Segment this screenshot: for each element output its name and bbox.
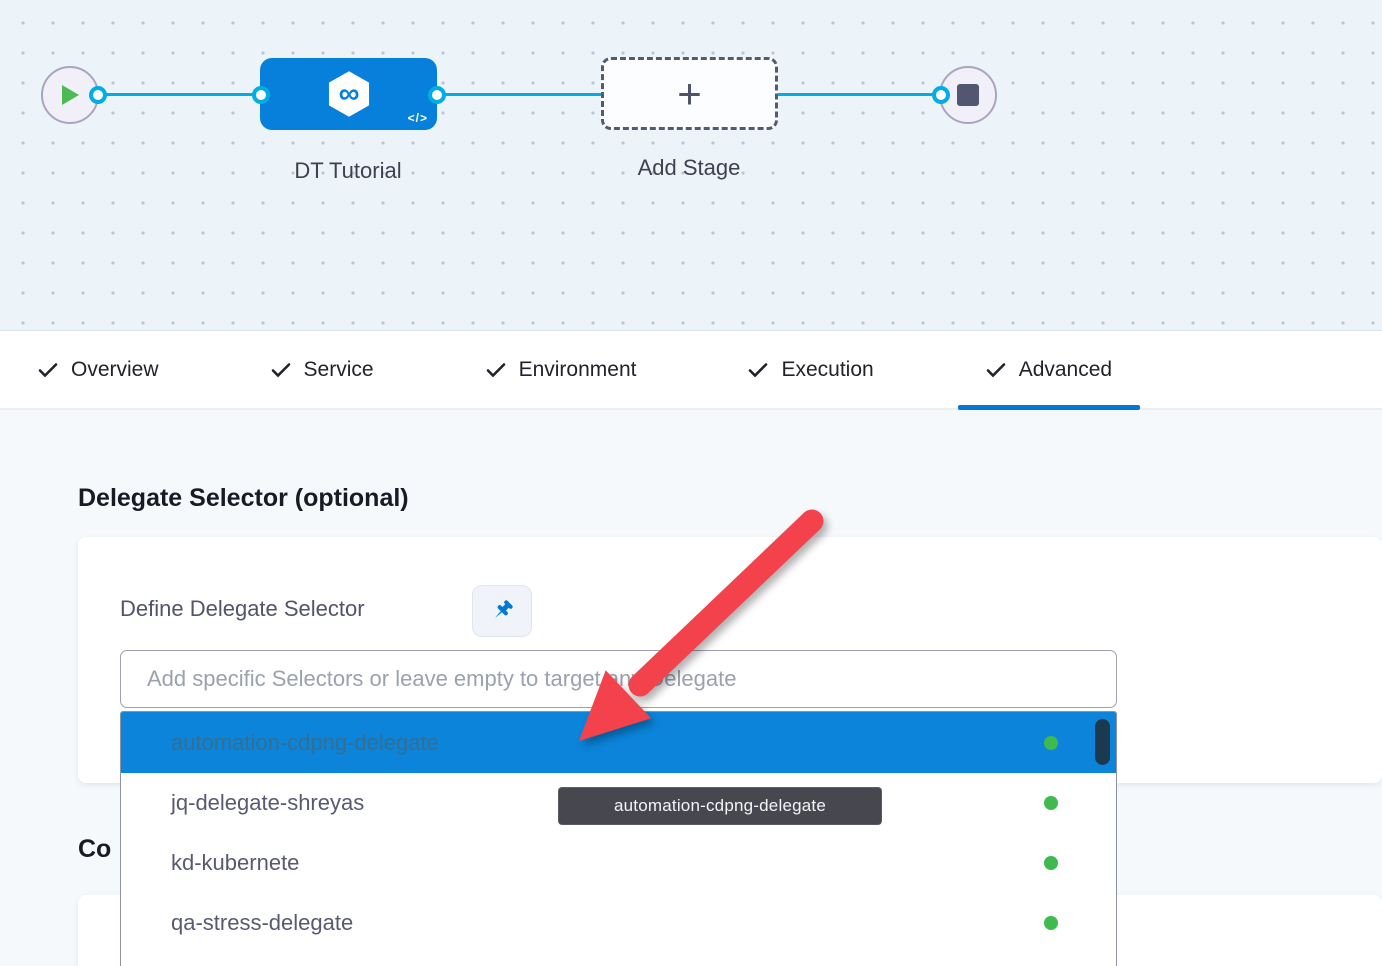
pushpin-icon [494,600,513,619]
delegate-option-jq-delegate-shreyas[interactable]: jq-delegate-shreyas [121,773,1116,833]
tab-execution[interactable]: Execution [720,331,901,408]
tab-environment[interactable]: Environment [458,331,665,408]
status-dot-connected [1044,796,1058,810]
check-icon [38,362,58,377]
check-icon [749,362,768,377]
code-icon[interactable]: </> [407,111,428,125]
tab-advanced[interactable]: Advanced [957,331,1141,410]
pin-toggle-button[interactable] [472,585,532,637]
play-icon [62,85,79,105]
plus-icon: + [677,69,702,117]
tab-overview[interactable]: Overview [10,331,187,408]
status-dot-connected [1044,916,1058,930]
delegate-tooltip: automation-cdpng-delegate [558,787,882,825]
edge-stage-to-addstage [440,93,602,96]
stage-out-port[interactable] [428,86,446,104]
stage-in-port[interactable] [252,86,270,104]
check-icon [986,362,1005,377]
status-dot-connected [1044,856,1058,870]
harness-cd-icon: ∞ [328,71,369,117]
check-icon [271,362,290,377]
stop-icon [957,84,979,106]
dropdown-scrollbar-thumb[interactable] [1095,719,1110,765]
delegate-option-automation-cdpng-delegate[interactable]: automation-cdpng-delegate [121,712,1116,773]
delegate-selector-input[interactable] [120,650,1117,708]
next-section-title-clipped: Co [78,835,112,863]
start-node-out-port[interactable] [89,86,107,104]
pipeline-canvas[interactable]: ∞ </> + DT Tutorial Add Stage [0,0,1382,331]
stage-label[interactable]: DT Tutorial [294,158,402,183]
stage-tabbar: Overview Service Environment Execution A… [0,331,1382,410]
edge-start-to-stage [98,93,262,96]
delegate-option-kd-kubernete[interactable]: kd-kubernete [121,833,1116,893]
status-dot-connected [1044,735,1058,750]
tab-service[interactable]: Service [243,331,402,408]
add-stage-label[interactable]: Add Stage [637,155,741,180]
infinity-glyph: ∞ [338,78,359,110]
define-delegate-selector-label: Define Delegate Selector [120,596,365,621]
delegate-selector-section-title: Delegate Selector (optional) [78,484,409,512]
check-icon [486,362,505,377]
edge-addstage-to-end [778,93,944,96]
stage-node-dt-tutorial[interactable]: ∞ </> [260,58,437,130]
delegate-option-qa-stress-delegate[interactable]: qa-stress-delegate [121,893,1116,953]
add-stage-button[interactable]: + [601,57,778,130]
end-node-in-port[interactable] [932,86,950,104]
delegate-dropdown: automation-cdpng-delegate jq-delegate-sh… [120,711,1117,966]
